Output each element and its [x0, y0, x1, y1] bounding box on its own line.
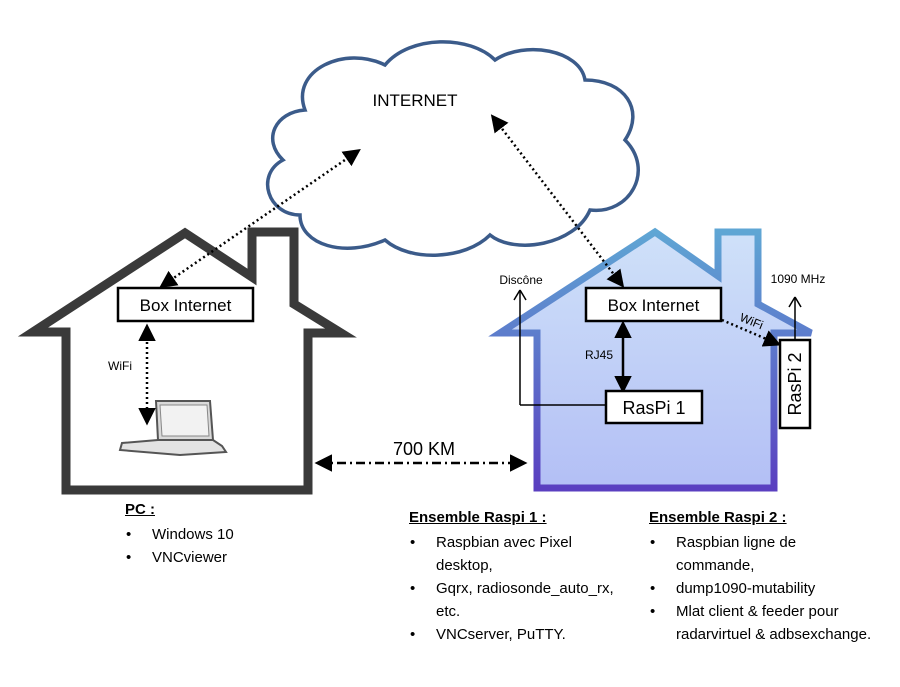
right-wifi-arrow [721, 318, 782, 347]
list-item: Gqrx, radiosonde_auto_rx, etc. [410, 577, 614, 623]
list-item: Raspbian ligne de commande, [650, 531, 874, 577]
right-internet-arrow [490, 114, 625, 288]
list-item: Mlat client & feeder pour radarvirtuel &… [650, 600, 874, 646]
rj45-label: RJ45 [585, 348, 613, 362]
laptop-icon [118, 400, 228, 457]
raspi1-label: RasPi 1 [622, 398, 685, 418]
raspi2-label: RasPi 2 [785, 352, 805, 415]
right-box-internet [584, 286, 723, 323]
right-house [488, 227, 813, 492]
pc-caption-title: PC : [125, 501, 155, 518]
adsb-antenna-icon [788, 296, 802, 342]
raspi2-caption-list: Raspbian ligne de commande, dump1090-mut… [649, 531, 874, 646]
internet-cloud [265, 40, 640, 257]
pc-caption: PC : Windows 10 VNCviewer [125, 500, 345, 569]
raspi1-box [604, 389, 704, 425]
left-wifi-label: WiFi [108, 359, 132, 373]
raspi2-box [778, 338, 812, 430]
list-item: dump1090-mutability [650, 577, 874, 600]
discone-label: Discône [499, 273, 543, 287]
left-box-internet [116, 286, 255, 323]
raspi1-caption-title: Ensemble Raspi 1 : [409, 509, 547, 526]
pc-caption-list: Windows 10 VNCviewer [125, 523, 345, 569]
right-box-internet-label: Box Internet [608, 296, 700, 315]
distance-label: 700 KM [393, 439, 455, 459]
raspi2-caption-title: Ensemble Raspi 2 : [649, 509, 787, 526]
adsb-antenna-label: 1090 MHz [771, 272, 826, 286]
internet-label: INTERNET [373, 91, 458, 110]
raspi1-caption: Ensemble Raspi 1 : Raspbian avec Pixel d… [409, 508, 614, 646]
raspi1-caption-list: Raspbian avec Pixel desktop, Gqrx, radio… [409, 531, 614, 646]
list-item: VNCserver, PuTTY. [410, 623, 614, 646]
raspi2-caption: Ensemble Raspi 2 : Raspbian ligne de com… [649, 508, 874, 646]
list-item: VNCviewer [126, 546, 345, 569]
discone-antenna-icon [513, 289, 606, 406]
list-item: Windows 10 [126, 523, 345, 546]
left-box-internet-label: Box Internet [140, 296, 232, 315]
list-item: Raspbian avec Pixel desktop, [410, 531, 614, 577]
